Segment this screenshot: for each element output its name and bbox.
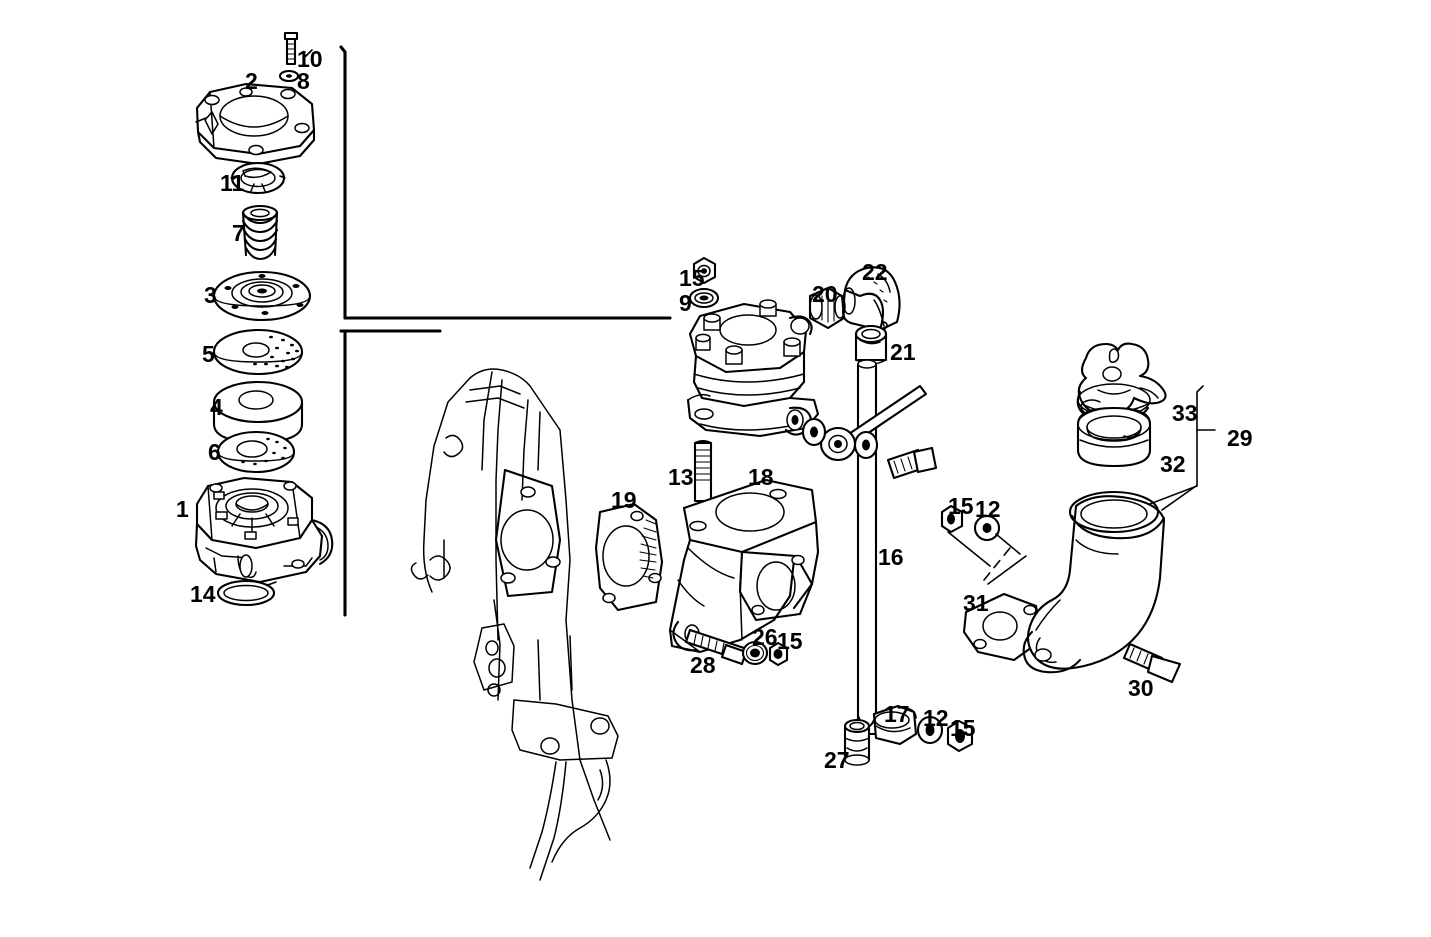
callout-11: 11 [220, 170, 245, 196]
air-cleaner-bowl-32 [1076, 399, 1152, 468]
air-cleaner-top-cap-33 [1076, 342, 1167, 424]
callout-18: 18 [748, 464, 774, 490]
fuel-pump-lower-body-1 [194, 476, 334, 588]
rod-sleeve-bushing-27 [843, 718, 871, 766]
washer-12-elbow [973, 514, 1001, 542]
fuel-pump-upper-cover-2 [195, 82, 316, 166]
hex-nut-15-pump [692, 256, 717, 285]
manifold-gasket-19 [594, 502, 664, 612]
fuel-pump-assembly-center [686, 299, 820, 438]
leader-lines [305, 49, 1197, 585]
pump-studs [695, 299, 801, 365]
callout-32: 32 [1160, 451, 1186, 477]
engine-block-silhouette [410, 368, 619, 881]
callout-4: 4 [210, 394, 223, 420]
washer-12-bottom [916, 715, 944, 745]
callout-2: 2 [245, 68, 258, 94]
air-cleaner-bracket-29 [1112, 385, 1216, 519]
pump-spring-7 [241, 204, 279, 261]
washer-8 [278, 69, 300, 83]
callout-19: 19 [611, 487, 637, 513]
elbow-flange-gasket-31 [962, 592, 1044, 662]
perforated-disc-6 [216, 430, 296, 474]
callout-22: 22 [862, 259, 888, 285]
callout-15: 15 [679, 265, 705, 291]
callout-3: 3 [204, 282, 217, 308]
callout-28: 28 [690, 652, 716, 678]
washer-26 [741, 640, 769, 666]
callout-12-bottom: 12 [923, 705, 949, 731]
callout-13: 13 [668, 464, 694, 490]
callout-1: 1 [176, 496, 189, 522]
callout-9: 9 [679, 290, 692, 316]
callout-26: 26 [752, 624, 778, 650]
elbow-hose-22 [841, 266, 901, 332]
diaphragm-plate-3 [212, 270, 312, 322]
stud-bolt-13 [693, 439, 713, 503]
hex-nut-15-elbow [940, 504, 964, 534]
callout-15-elbow: 15 [948, 493, 974, 519]
hex-nut-15-manifold [768, 641, 789, 667]
callout-15-bottom: 15 [950, 715, 976, 741]
callout-15-manifold: 15 [777, 628, 803, 654]
callout-5: 5 [202, 341, 215, 367]
perforated-disc-5 [212, 328, 304, 376]
intake-elbow-pipe [1022, 490, 1166, 674]
flange-bolt-30 [1122, 642, 1182, 684]
rod-end-fitting-17 [872, 704, 918, 746]
hex-nut-15-bottom [946, 719, 974, 753]
callout-12: 12 [975, 496, 1001, 522]
washer-rod-lower [853, 430, 879, 460]
pipe-collar-21 [854, 321, 888, 365]
callout-16: 16 [878, 544, 904, 570]
callout-20: 20 [812, 281, 838, 307]
callout-31: 31 [963, 590, 989, 616]
callout-27: 27 [824, 747, 850, 773]
callout-30: 30 [1128, 675, 1154, 701]
callout-7: 7 [232, 220, 245, 246]
assembly-bracket-left [339, 45, 672, 617]
retaining-snap-ring-11 [230, 161, 286, 195]
diaphragm-spacer-4 [212, 380, 304, 444]
callout-8: 8 [297, 68, 310, 94]
o-ring-seal-14 [216, 579, 276, 607]
intake-manifold-18 [668, 478, 820, 654]
washer-rod-upper [801, 417, 827, 447]
callout-6: 6 [208, 439, 221, 465]
callout-17: 17 [884, 701, 910, 727]
callout-21: 21 [890, 339, 916, 365]
callout-33: 33 [1172, 400, 1198, 426]
callout-29: 29 [1227, 425, 1253, 451]
callout-10: 10 [297, 46, 323, 72]
rod-bolt [886, 446, 938, 480]
callout-14: 14 [190, 581, 216, 607]
control-rod-16 [856, 359, 878, 736]
manifold-bolt-28 [684, 628, 748, 666]
cover-bolt-10 [283, 31, 299, 66]
washer-9 [688, 287, 720, 309]
